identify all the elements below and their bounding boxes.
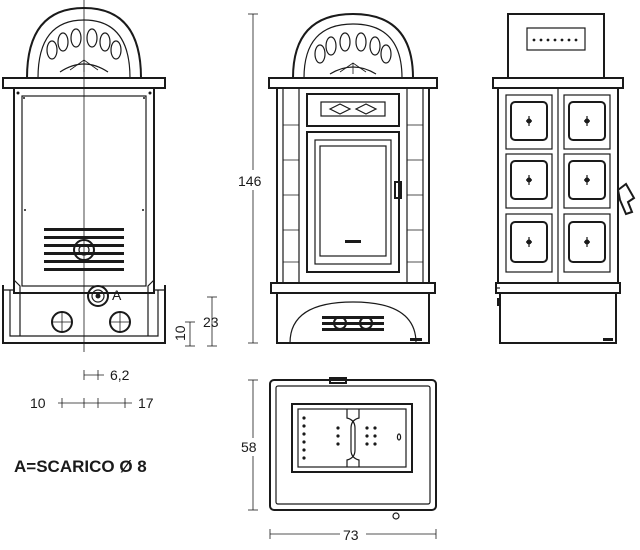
outlet-a-label: A <box>112 287 122 303</box>
outlet-a <box>87 285 109 307</box>
dim-height: 146 <box>238 173 262 189</box>
front-dome <box>292 12 414 79</box>
dim-outlet-offset: 10 <box>172 325 188 341</box>
front-body <box>276 87 430 284</box>
front-door <box>306 131 400 273</box>
dim-left-offset: 10 <box>30 395 46 411</box>
front-base <box>276 293 430 344</box>
dim-outlet-height: 23 <box>203 314 219 330</box>
side-base-top <box>495 282 621 294</box>
front-base-top <box>270 282 436 294</box>
dim-center-offset: 6,2 <box>110 367 130 383</box>
outlet-legend: A=SCARICO Ø 8 <box>14 457 147 476</box>
side-base <box>499 292 617 344</box>
outlet-height-dimensions: 23 10 <box>172 296 219 347</box>
top-view <box>269 377 437 520</box>
front-cornice <box>268 77 438 89</box>
front-control-panel <box>306 93 400 127</box>
top-view-dimensions: 58 73 <box>240 379 437 544</box>
height-dimension: 146 <box>236 13 266 344</box>
side-cornice <box>492 77 624 89</box>
top-hatch <box>291 403 413 473</box>
front-view <box>268 12 438 344</box>
front-door-handle <box>394 181 402 199</box>
front-base-vent <box>322 316 384 331</box>
front-dome-slots <box>314 32 392 75</box>
dim-right-offset: 17 <box>138 395 154 411</box>
side-view <box>492 13 636 344</box>
side-tiles <box>505 94 611 273</box>
rear-view: A <box>2 0 166 352</box>
bottom-offset-dimensions: 6,2 10 17 <box>30 367 154 411</box>
dim-width: 73 <box>343 527 359 543</box>
side-top-box <box>507 13 605 79</box>
top-outline <box>269 379 437 511</box>
dim-depth: 58 <box>241 439 257 455</box>
top-hatch-holes <box>302 416 402 460</box>
side-door-handle <box>616 182 636 216</box>
